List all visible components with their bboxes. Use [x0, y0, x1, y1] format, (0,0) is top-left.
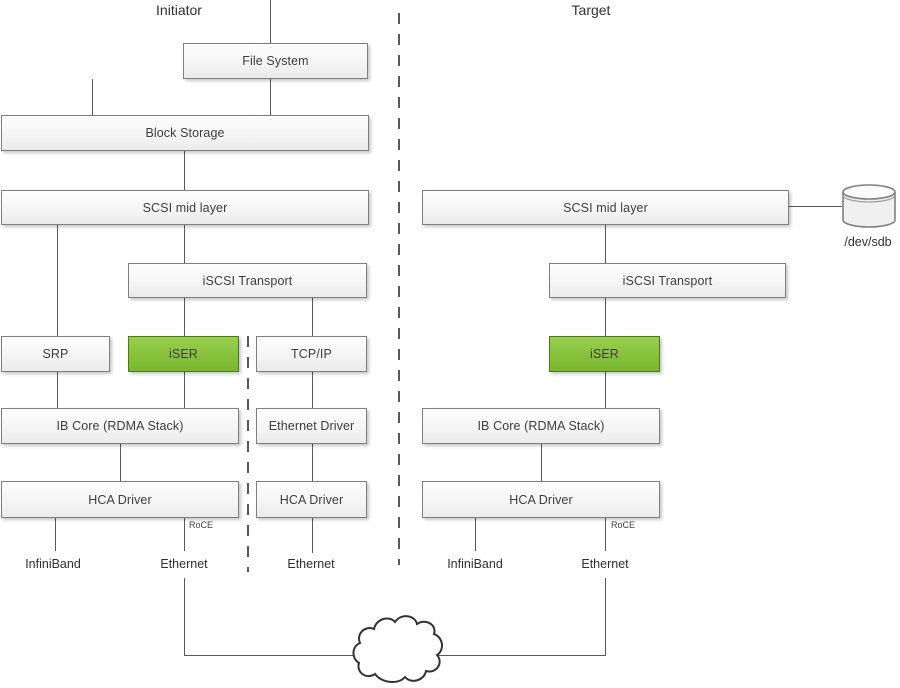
connector-iscsi-tcpip	[312, 298, 314, 336]
box-iscsi-transport-initiator: iSCSI Transport	[128, 263, 367, 298]
connector-ethdriver-hca	[312, 444, 314, 481]
initiator-section-title: Initiator	[156, 2, 202, 18]
connector-iser-ibcore	[184, 372, 186, 408]
box-iser-initiator: iSER	[128, 336, 239, 372]
connector-file-system-block-storage	[270, 79, 272, 115]
connector-scsi-disk	[789, 206, 842, 208]
ethernet-label-target: Ethernet	[581, 557, 629, 571]
roce-label-initiator: RoCE	[189, 520, 214, 530]
box-block-storage: Block Storage	[1, 115, 369, 151]
connector-ibcore-hca-target	[541, 444, 543, 481]
connector-scsi-iscsi	[184, 225, 186, 263]
box-tcpip: TCP/IP	[256, 336, 367, 372]
connector-scsi-iscsi-target	[605, 225, 607, 263]
box-srp: SRP	[1, 336, 110, 372]
connector-scsi-srp	[57, 225, 59, 336]
connector-top-to-file-system	[270, 0, 272, 43]
connector-block-storage-scsi	[184, 151, 186, 190]
connector-stub-to-block-storage	[92, 79, 94, 115]
divider-initiator-target-dashed-line	[398, 13, 400, 565]
roce-label-target: RoCE	[611, 520, 636, 530]
connector-iscsi-iser	[184, 298, 186, 336]
box-scsi-mid-layer-target: SCSI mid layer	[422, 190, 789, 225]
box-hca-driver-target: HCA Driver	[422, 481, 660, 518]
connector-hca-ethernet-target	[605, 518, 607, 551]
box-iser-target: iSER	[549, 336, 660, 372]
connector-ibcore-hca	[120, 444, 122, 481]
box-ethernet-driver: Ethernet Driver	[256, 408, 367, 444]
infiniband-label-target: InfiniBand	[447, 557, 503, 571]
box-scsi-mid-layer-initiator: SCSI mid layer	[1, 190, 369, 225]
connector-iser-ibcore-target	[605, 372, 607, 408]
box-ib-core-initiator: IB Core (RDMA Stack)	[1, 408, 239, 444]
box-hca-driver-initiator: HCA Driver	[1, 481, 239, 518]
divider-rdma-tcp-dashed-line	[247, 336, 249, 572]
network-cloud-icon	[352, 615, 443, 683]
box-hca-driver-tcp: HCA Driver	[256, 481, 367, 518]
connector-hcatcp-ethernet	[312, 518, 314, 553]
connector-srp-ibcore	[57, 372, 59, 408]
ethernet-label-initiator: Ethernet	[160, 557, 208, 571]
connector-ethernet-initiator-down	[184, 578, 186, 656]
connector-tcpip-ethdriver	[312, 372, 314, 408]
ethernet-label-tcp: Ethernet	[287, 557, 335, 571]
disk-cylinder-icon	[842, 184, 896, 228]
box-iscsi-transport-target: iSCSI Transport	[549, 263, 786, 298]
connector-hca-infiniband-target	[475, 518, 477, 551]
dev-sdb-label: /dev/sdb	[844, 235, 892, 249]
infiniband-label-initiator: InfiniBand	[25, 557, 81, 571]
box-file-system: File System	[183, 43, 368, 79]
target-section-title: Target	[571, 2, 611, 18]
connector-hca-ethernet	[184, 518, 186, 551]
connector-ethernet-target-down	[605, 578, 607, 656]
box-ib-core-target: IB Core (RDMA Stack)	[422, 408, 660, 444]
connector-hca-infiniband	[55, 518, 57, 551]
connector-iscsi-iser-target	[605, 298, 607, 336]
